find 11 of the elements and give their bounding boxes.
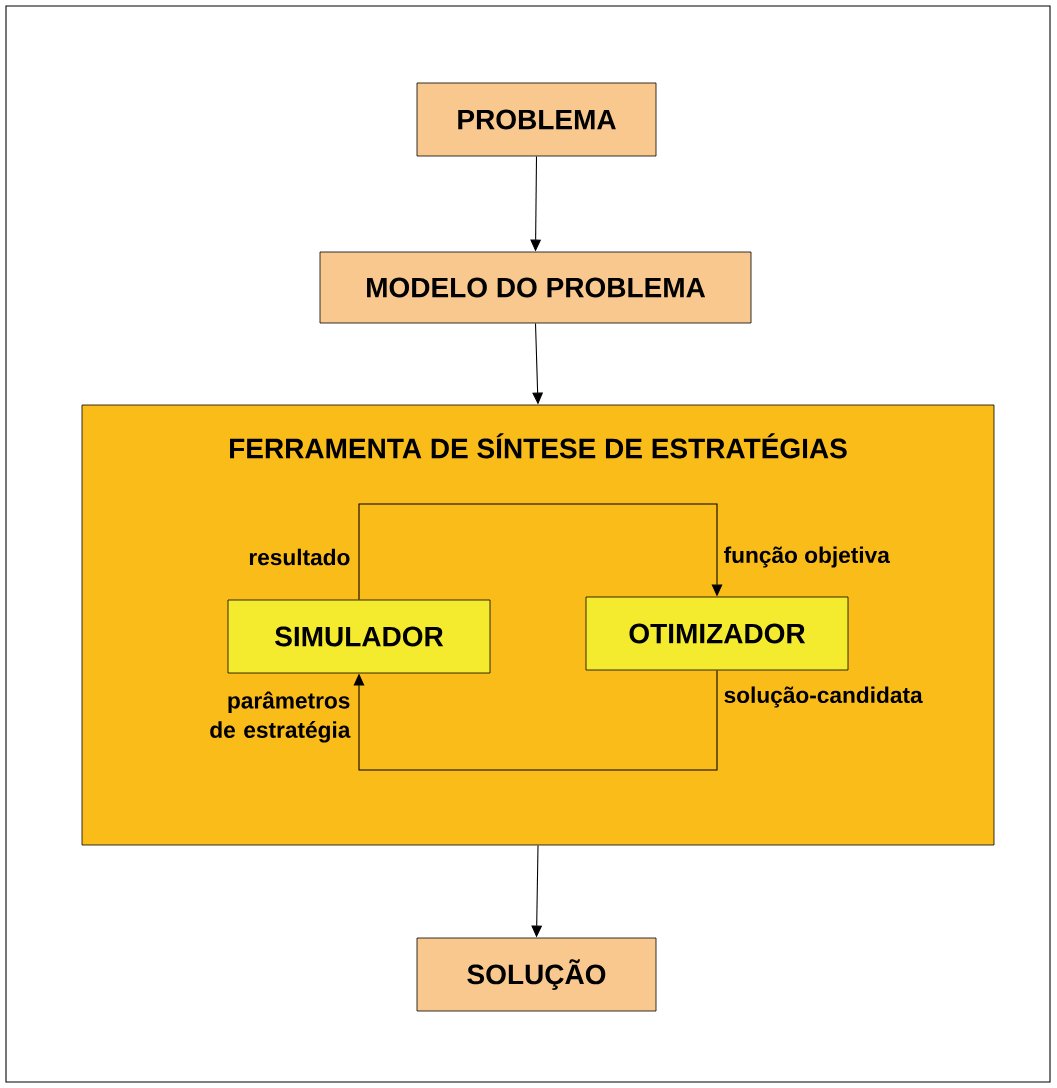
process-box: OTIMIZADOR [585,596,849,671]
process-box: SOLUÇÃO [416,937,657,1012]
arrow [358,503,723,601]
process-box: SIMULADOR [227,599,491,674]
flow-label: função objetiva [724,546,890,568]
flow-label: resultado [249,548,350,566]
arrow [353,669,718,771]
flow-label: solução-candidata [724,686,923,708]
process-box: PROBLEMA [416,82,657,157]
process-box: MODELO DO PROBLEMA [319,251,752,324]
flow-label: parâmetros de estratégia [210,691,351,743]
